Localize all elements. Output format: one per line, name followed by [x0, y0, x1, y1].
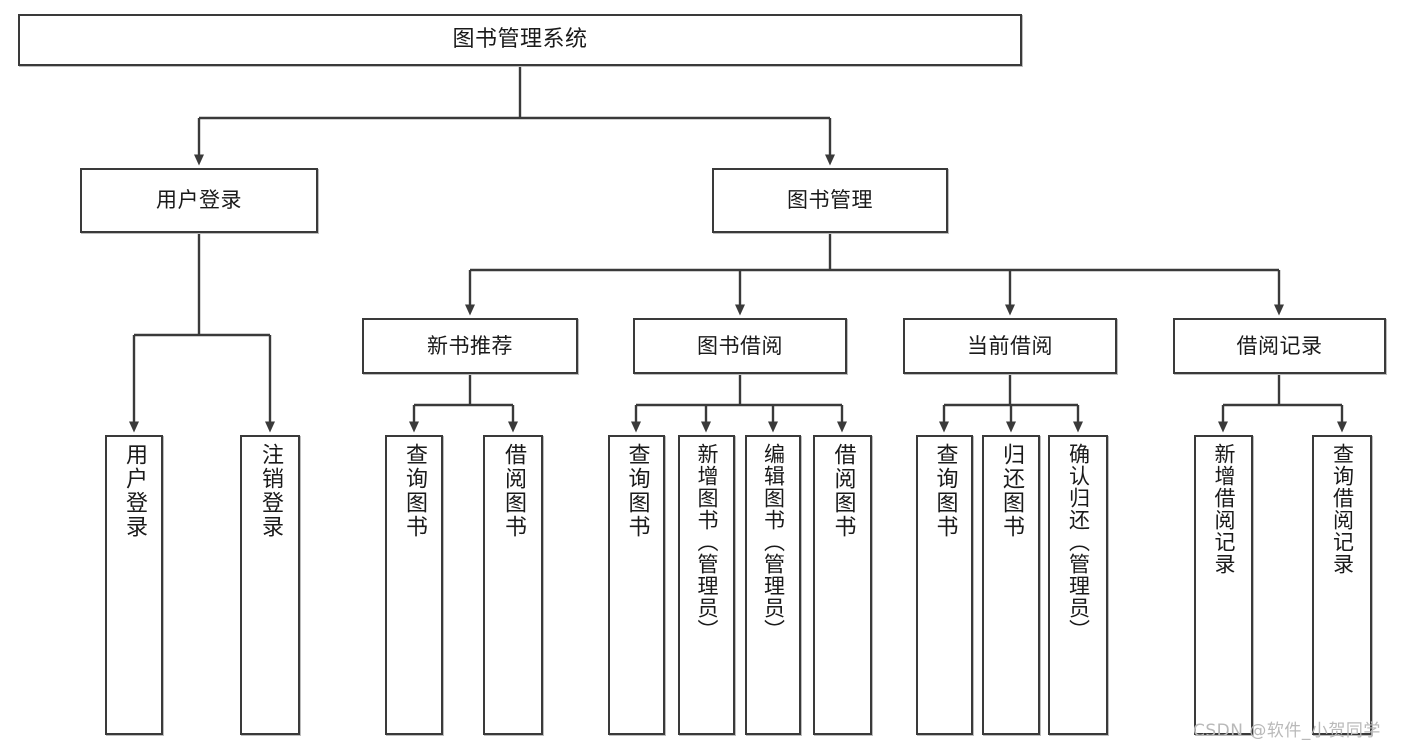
node-label: 用户登录	[122, 443, 147, 539]
node-label: 图书管理系统	[452, 27, 588, 53]
leaf-query-book-borrow[interactable]: 查询图书	[608, 435, 665, 735]
node-label: 当前借阅	[967, 333, 1053, 358]
node-label: 借阅记录	[1236, 333, 1323, 358]
node-label: 查询图书	[932, 443, 958, 539]
leaf-user-login[interactable]: 用户登录	[105, 435, 163, 735]
node-label: 编辑图书（管理员）	[761, 443, 786, 641]
node-label: 图书管理	[787, 188, 873, 213]
node-label: 新增借阅记录	[1212, 443, 1236, 575]
node-label: 确认归还（管理员）	[1066, 443, 1091, 641]
leaf-add-borrow-record[interactable]: 新增借阅记录	[1194, 435, 1253, 735]
node-label: 用户登录	[156, 188, 242, 213]
leaf-borrow-book-recommend[interactable]: 借阅图书	[483, 435, 543, 735]
node-root-system[interactable]: 图书管理系统	[18, 14, 1022, 66]
node-label: 注销登录	[258, 443, 283, 539]
node-label: 归还图书	[999, 443, 1024, 539]
node-book-borrow[interactable]: 图书借阅	[633, 318, 847, 374]
leaf-logout[interactable]: 注销登录	[240, 435, 300, 735]
node-current-borrow[interactable]: 当前借阅	[903, 318, 1117, 374]
node-label: 新增图书（管理员）	[695, 443, 719, 641]
leaf-query-book-current[interactable]: 查询图书	[916, 435, 973, 735]
leaf-add-book-admin[interactable]: 新增图书（管理员）	[678, 435, 735, 735]
leaf-query-borrow-record[interactable]: 查询借阅记录	[1312, 435, 1372, 735]
leaf-borrow-book[interactable]: 借阅图书	[813, 435, 872, 735]
node-label: 新书推荐	[427, 333, 513, 358]
node-borrow-record[interactable]: 借阅记录	[1173, 318, 1386, 374]
node-label: 查询图书	[402, 443, 427, 539]
leaf-query-book-recommend[interactable]: 查询图书	[385, 435, 443, 735]
node-new-book-recommend[interactable]: 新书推荐	[362, 318, 578, 374]
node-book-management[interactable]: 图书管理	[712, 168, 948, 233]
node-label: 查询借阅记录	[1330, 443, 1355, 575]
leaf-return-book[interactable]: 归还图书	[982, 435, 1040, 735]
node-label: 查询图书	[624, 443, 650, 539]
node-label: 借阅图书	[501, 443, 526, 539]
node-user-login[interactable]: 用户登录	[80, 168, 318, 233]
leaf-edit-book-admin[interactable]: 编辑图书（管理员）	[745, 435, 801, 735]
node-label: 借阅图书	[830, 443, 856, 539]
leaf-confirm-return-admin[interactable]: 确认归还（管理员）	[1048, 435, 1108, 735]
node-label: 图书借阅	[697, 333, 783, 358]
